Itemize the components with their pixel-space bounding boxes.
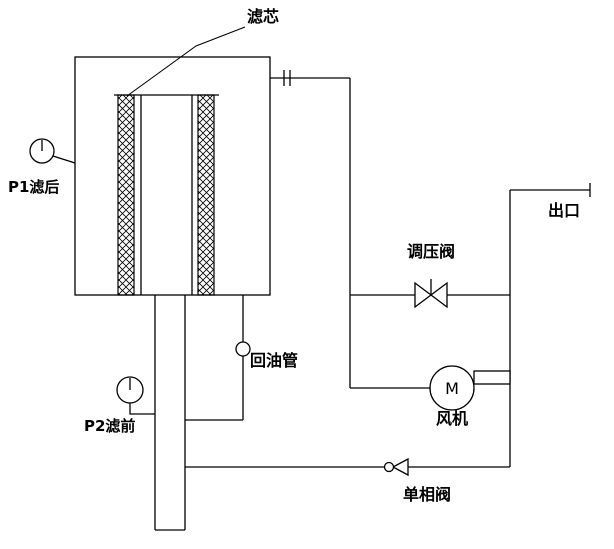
check-valve-label: 单相阀 [403,485,451,504]
p2-gauge-connector [129,403,155,415]
motor-letter: M [445,379,459,398]
drain-pipe [154,295,186,531]
outlet-label: 出口 [548,201,580,220]
filter-cartridge [114,94,219,296]
pressure-valve-icon [414,279,448,309]
filter-element-label: 滤芯 [247,7,279,26]
filter-media-right [197,94,215,296]
p2-gauge-label: P2滤前 [84,417,135,435]
filter-media-left [117,94,135,296]
oil-return-pipe-label: 回油管 [250,351,298,370]
fan-label: 风机 [436,409,468,428]
filter-housing [74,56,271,296]
check-valve-icon [383,457,409,477]
filter-element-leader-line [126,26,246,97]
oil-return-pipe [185,295,251,421]
fan-outlet-duct [473,370,511,385]
sight-glass-icon [235,341,251,357]
pressure-gauge-p2-icon [116,376,155,415]
p1-gauge-connector [52,155,76,164]
pipe-union-icon [283,70,291,86]
p1-gauge-label: P1滤后 [8,178,59,196]
fan-motor-icon: M [429,365,511,411]
pressure-gauge-p1-icon [29,138,76,164]
pressure-valve-label: 调压阀 [407,242,455,261]
